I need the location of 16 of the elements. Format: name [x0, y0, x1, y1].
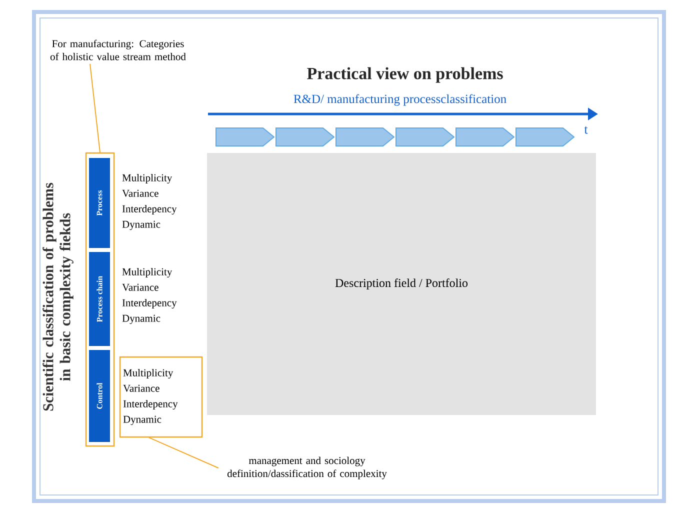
leader-line [90, 63, 100, 153]
annotation-text: For manufacturing: Categories of holistic value stream method [50, 40, 186, 60]
annotation-text: management and sociology definition/dassification of complexity [227, 456, 387, 480]
leader-line [148, 437, 219, 468]
arrow-label: R&D/ manufacturing processclassification [294, 94, 506, 106]
category-bar: Control [89, 350, 110, 442]
axis-heading: Scientific classification of problems in basic complexity fiekds [42, 182, 74, 411]
title: Practical view on problems [307, 67, 503, 83]
attribute-list: Multiplicity Variance Interdepency Dynamic [122, 174, 177, 230]
category-bar: Process chain [89, 252, 110, 346]
attribute-box: Multiplicity Variance Interdepency Dynamic [119, 356, 203, 438]
description-field: Description field / Portfolio [207, 153, 596, 415]
attribute-list: Multiplicity Variance Interdepency Dynamic [122, 268, 177, 324]
category-bar: Process [89, 158, 110, 248]
time-label: t [584, 126, 588, 134]
bracket-box [85, 152, 115, 447]
